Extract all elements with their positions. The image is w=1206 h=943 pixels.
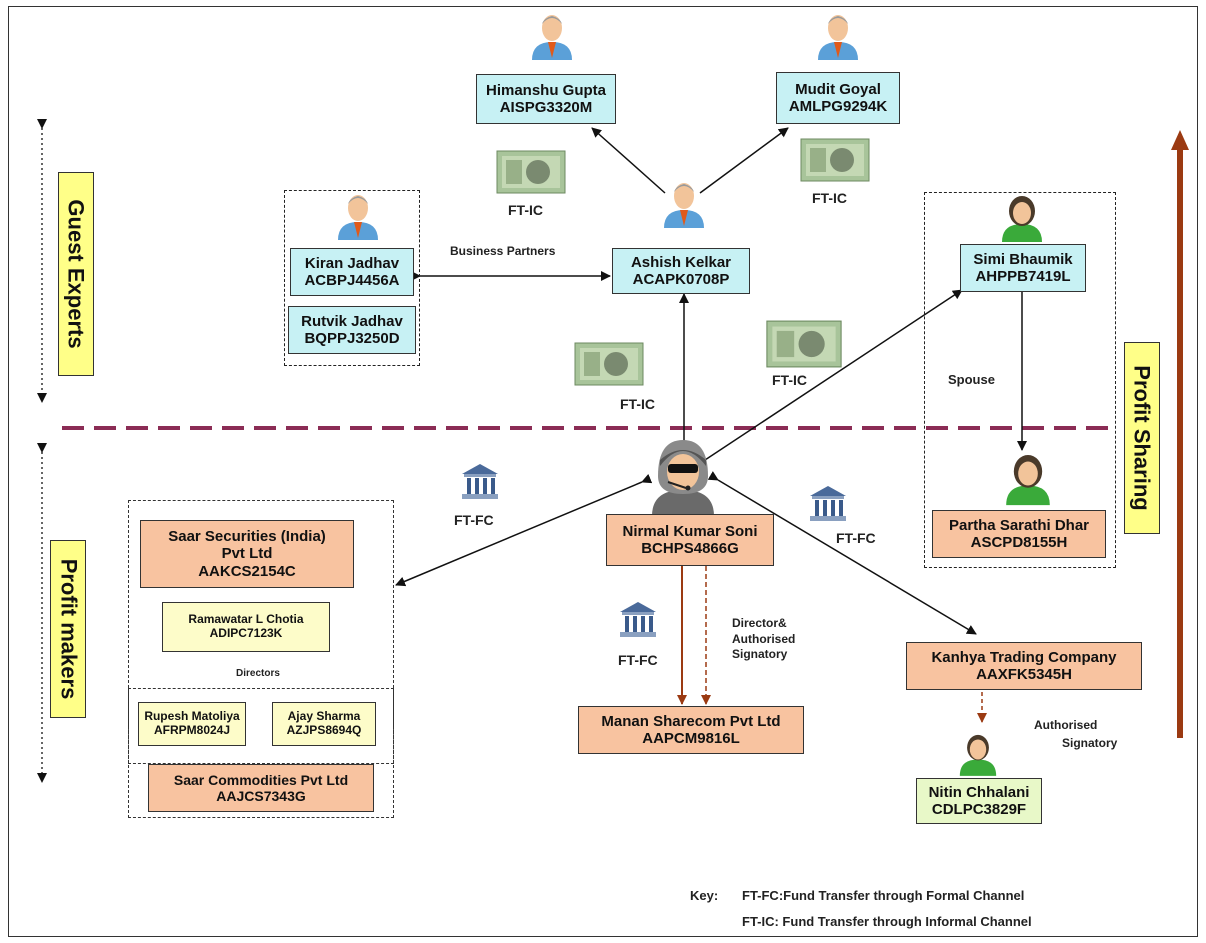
label-line: Signatory [1062,736,1118,750]
node-id: CDLPC3829F [931,801,1027,818]
node-name: Nirmal Kumar Soni [622,522,758,540]
directors-subgroup [128,688,394,764]
label-ft-ic: FT-IC [620,396,655,412]
hacker-icon [652,440,714,516]
guest-experts-label: Guest Experts [58,172,94,376]
label-line: Authorised [1034,718,1098,732]
node-id: ACBPJ4456A [304,272,400,289]
node-name: Himanshu Gupta [485,81,606,99]
node-name: Partha Sarathi Dhar [948,516,1090,534]
node-id: BQPPJ3250D [304,330,400,347]
banknote-icon [496,150,566,194]
banknote-icon [574,342,644,386]
node-mudit-goyal: Mudit Goyal AMLPG9294K [776,72,900,124]
label-line: Director& [732,616,787,630]
man-icon [818,15,858,60]
node-id: ASCPD8155H [970,534,1068,551]
arrow-nirmal-kanhya [707,471,977,635]
label-authorised-signatory: Authorised Signatory [1034,716,1117,752]
banknote-icon [800,138,870,182]
profit-sharing-label: Profit Sharing [1124,342,1160,534]
man-icon [338,195,378,240]
bank-icon [810,486,846,521]
node-name: Nitin Chhalani [928,783,1030,801]
node-name-line1: Saar Securities (India) [168,528,326,546]
node-name: Kiran Jadhav [304,254,400,272]
node-name: Rutvik Jadhav [301,312,403,330]
node-nitin-chhalani: Nitin Chhalani CDLPC3829F [916,778,1042,824]
saar-group [128,500,394,818]
node-partha-sarathi-dhar: Partha Sarathi Dhar ASCPD8155H [932,510,1106,558]
node-id: AAPCM9816L [642,730,740,747]
node-ashish-kelkar: Ashish Kelkar ACAPK0708P [612,248,750,294]
node-id: AAJCS7343G [216,788,306,804]
node-id: AAXFK5345H [976,666,1072,683]
node-id: AISPG3320M [499,99,593,116]
node-id: AFRPM8024J [153,723,231,737]
node-rupesh-matoliya: Rupesh Matoliya AFRPM8024J [138,702,246,746]
node-id: ACAPK0708P [632,271,730,288]
arrow-nirmal-saar [395,473,653,587]
profit-makers-label: Profit makers [50,540,86,718]
node-kiran-jadhav: Kiran Jadhav ACBPJ4456A [290,248,414,296]
node-name: Ashish Kelkar [630,253,732,271]
node-id: AHPPB7419L [975,268,1071,285]
node-id: AAKCS2154C [198,562,296,580]
bank-icon [620,602,656,637]
arrow-ashish-mudit [699,127,789,194]
node-saar-securities: Saar Securities (India) Pvt Ltd AAKCS215… [140,520,354,588]
node-name: Kanhya Trading Company [931,648,1117,666]
label-ft-ic: FT-IC [508,202,543,218]
bank-icon [462,464,498,499]
node-id: BCHPS4866G [641,540,739,557]
label-line: Authorised [732,631,796,646]
woman-icon [1006,455,1050,506]
label-spouse: Spouse [948,372,995,387]
key-ft-fc: FT-FC:Fund Transfer through Formal Chann… [742,888,1025,903]
label-ft-ic: FT-IC [772,372,807,388]
node-simi-bhaumik: Simi Bhaumik AHPPB7419L [960,244,1086,292]
node-name: Ajay Sharma [287,709,361,724]
label-ft-fc: FT-FC [618,652,658,668]
label-business-partners: Business Partners [450,244,556,258]
node-name-line2: Pvt Ltd [221,545,273,563]
node-name: Mudit Goyal [795,80,881,98]
label-line: Signatory [732,647,788,662]
banknote-icon [766,320,842,368]
arrow-nirmal-simi [704,289,963,461]
node-ramawatar-l-chotia: Ramawatar L Chotia ADIPC7123K [162,602,330,652]
man-icon [664,183,704,228]
woman-icon [1002,196,1042,242]
label-ft-fc: FT-FC [454,512,494,528]
node-himanshu-gupta: Himanshu Gupta AISPG3320M [476,74,616,124]
simi-partha-group [924,192,1116,568]
key-title: Key: [690,888,719,903]
label-ft-ic: FT-IC [812,190,847,206]
node-name: Simi Bhaumik [973,250,1073,268]
node-saar-commodities: Saar Commodities Pvt Ltd AAJCS7343G [148,764,374,812]
label-directors: Directors [236,668,280,679]
node-name: Ramawatar L Chotia [188,612,304,627]
node-rutvik-jadhav: Rutvik Jadhav BQPPJ3250D [288,306,416,354]
node-kanhya-trading-company: Kanhya Trading Company AAXFK5345H [906,642,1142,690]
node-id: ADIPC7123K [209,626,283,640]
person-icon [959,734,997,776]
arrow-ashish-himanshu [591,127,666,194]
node-name: Rupesh Matoliya [144,709,240,724]
node-id: AMLPG9294K [788,98,888,115]
diagram-frame [8,6,1198,937]
key-ft-ic: FT-IC: Fund Transfer through Informal Ch… [742,914,1032,929]
node-name: Saar Commodities Pvt Ltd [173,771,349,788]
man-icon [532,15,572,60]
label-director-authorised: Director& Authorised Signatory [732,616,795,663]
jadhav-group [284,190,420,366]
node-name: Manan Sharecom Pvt Ltd [601,712,781,730]
node-ajay-sharma: Ajay Sharma AZJPS8694Q [272,702,376,746]
node-nirmal-kumar-soni: Nirmal Kumar Soni BCHPS4866G [606,514,774,566]
label-ft-fc: FT-FC [836,530,876,546]
node-manan-sharecom: Manan Sharecom Pvt Ltd AAPCM9816L [578,706,804,754]
node-id: AZJPS8694Q [286,723,362,737]
